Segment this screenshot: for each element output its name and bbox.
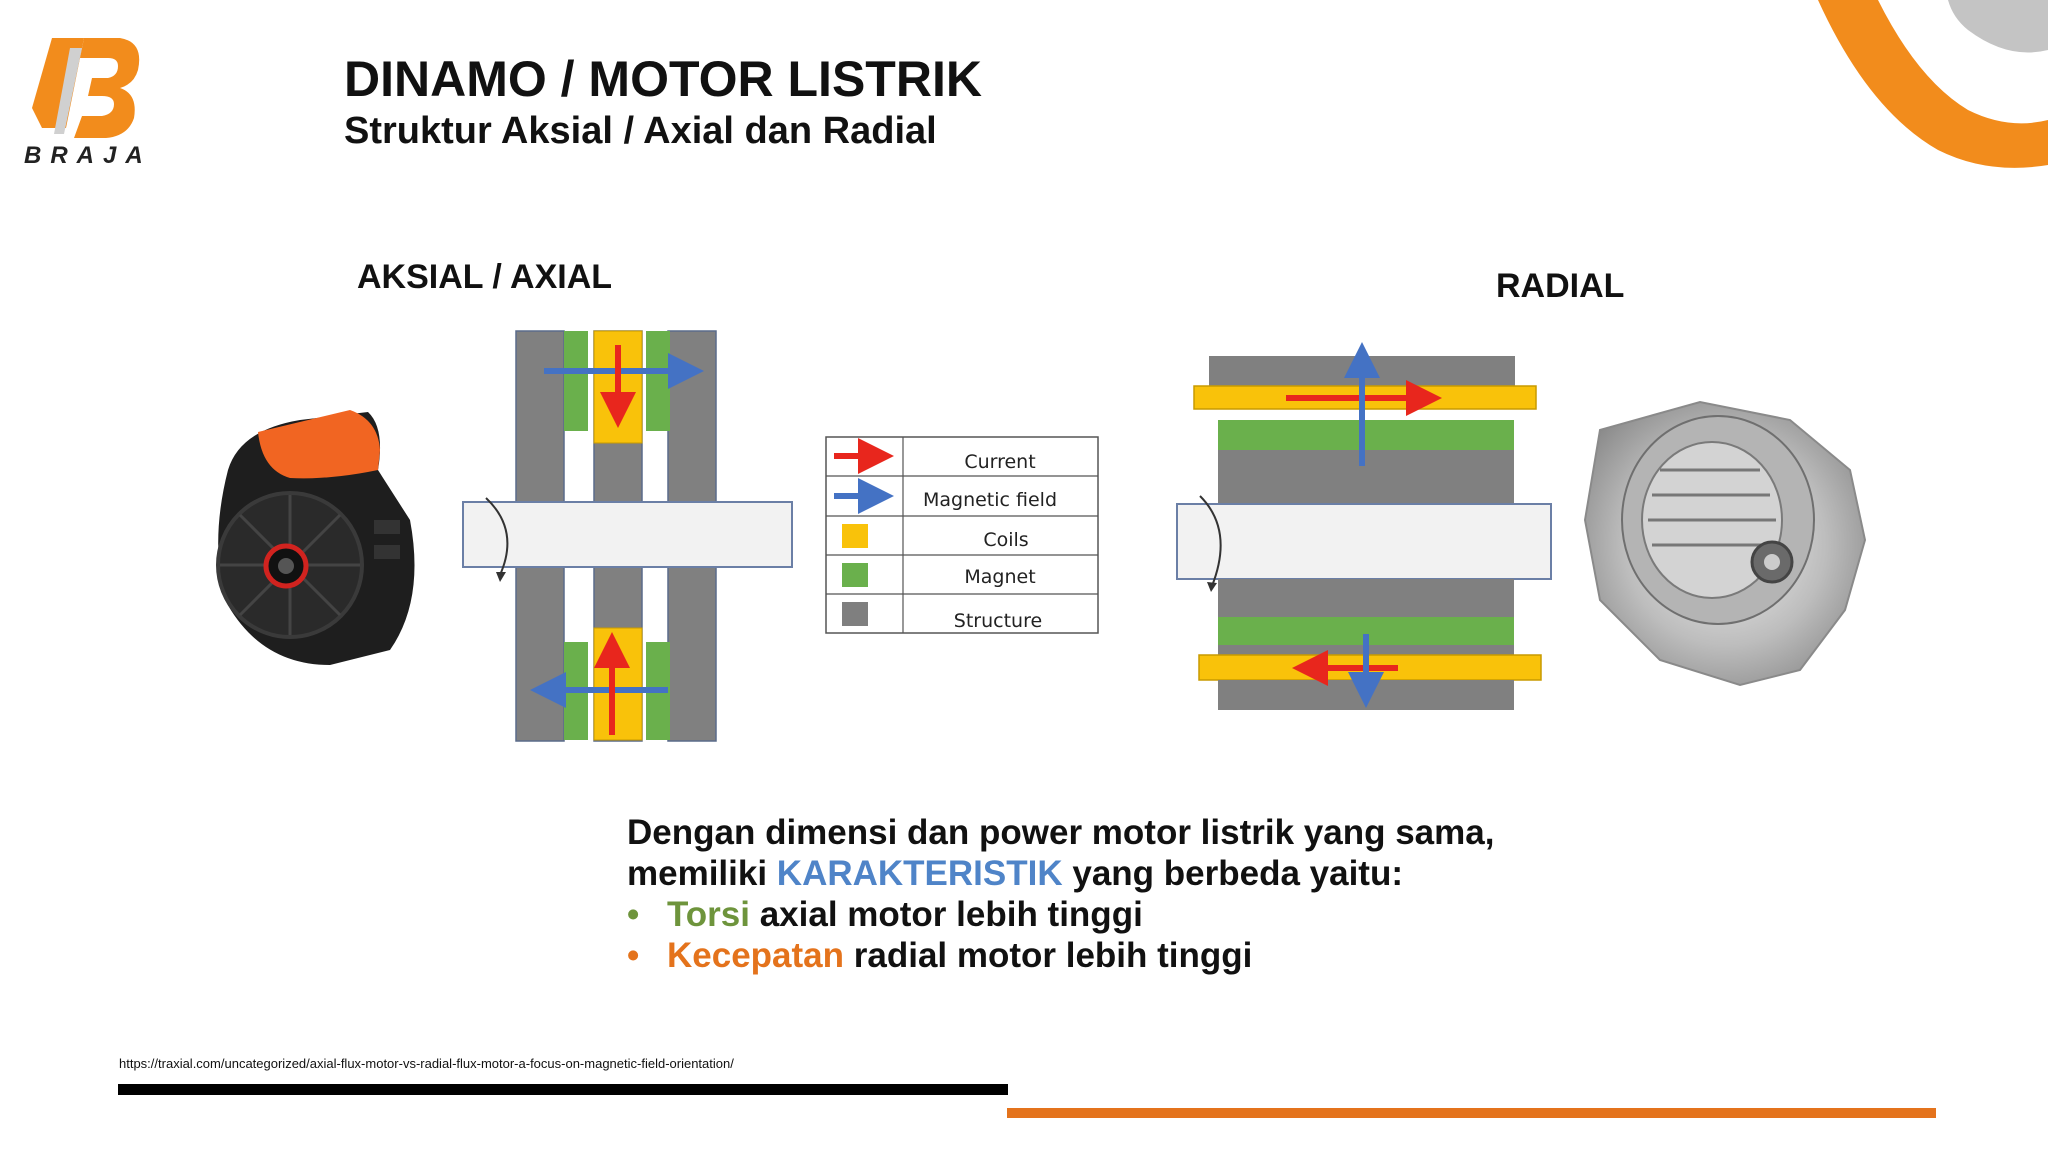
axial-label: AKSIAL / AXIAL bbox=[357, 258, 613, 296]
characteristics-list: • Torsi axial motor lebih tinggi • Kecepat… bbox=[627, 894, 1494, 976]
radial-motor-photo bbox=[1583, 400, 1867, 687]
coils-swatch bbox=[842, 524, 868, 548]
kecepatan-highlight: Kecepatan bbox=[667, 936, 845, 975]
torsi-highlight: Torsi bbox=[667, 895, 750, 934]
magnet-swatch bbox=[842, 563, 868, 587]
description-line-2: memiliki KARAKTERISTIK yang berbeda yait… bbox=[627, 853, 1494, 894]
page-title: DINAMO / MOTOR LISTRIK bbox=[344, 51, 982, 107]
legend-current: Current bbox=[964, 451, 1035, 473]
braja-logo-icon bbox=[32, 38, 140, 138]
source-link[interactable]: https://traxial.com/uncategorized/axial-… bbox=[119, 1056, 734, 1071]
line2-suffix: yang berbeda yaitu: bbox=[1062, 854, 1403, 893]
structure-swatch bbox=[842, 602, 868, 626]
legend-magnet: Magnet bbox=[964, 566, 1035, 588]
footer-black-bar bbox=[118, 1084, 1008, 1095]
karakteristik-highlight: KARAKTERISTIK bbox=[776, 854, 1063, 893]
radial-label: RADIAL bbox=[1496, 267, 1625, 305]
legend: Current Magnetic field Coils Magnet Stru… bbox=[825, 436, 1099, 634]
bullet-icon: • bbox=[627, 936, 640, 975]
corner-decoration bbox=[1818, 0, 2048, 168]
description-line-1: Dengan dimensi dan power motor listrik y… bbox=[627, 813, 1495, 852]
list-item: • Torsi axial motor lebih tinggi bbox=[627, 894, 1494, 935]
description: Dengan dimensi dan power motor listrik y… bbox=[627, 812, 1494, 976]
logo-text: BRAJA bbox=[24, 142, 152, 169]
legend-structure: Structure bbox=[954, 610, 1042, 632]
bullet-text: axial motor lebih tinggi bbox=[749, 895, 1143, 934]
line2-prefix: memiliki bbox=[627, 854, 777, 893]
bullet-icon: • bbox=[627, 895, 640, 934]
axial-flux-diagram bbox=[462, 330, 793, 742]
axial-motor-photo bbox=[216, 410, 415, 665]
page-subtitle: Struktur Aksial / Axial dan Radial bbox=[344, 110, 937, 152]
radial-flux-diagram bbox=[1176, 342, 1552, 710]
footer-orange-bar bbox=[1007, 1108, 1936, 1118]
legend-magnetic-field: Magnetic field bbox=[923, 489, 1057, 511]
legend-coils: Coils bbox=[983, 529, 1028, 551]
list-item: • Kecepatan radial motor lebih tinggi bbox=[627, 935, 1494, 976]
bullet-text: radial motor lebih tinggi bbox=[844, 936, 1253, 975]
